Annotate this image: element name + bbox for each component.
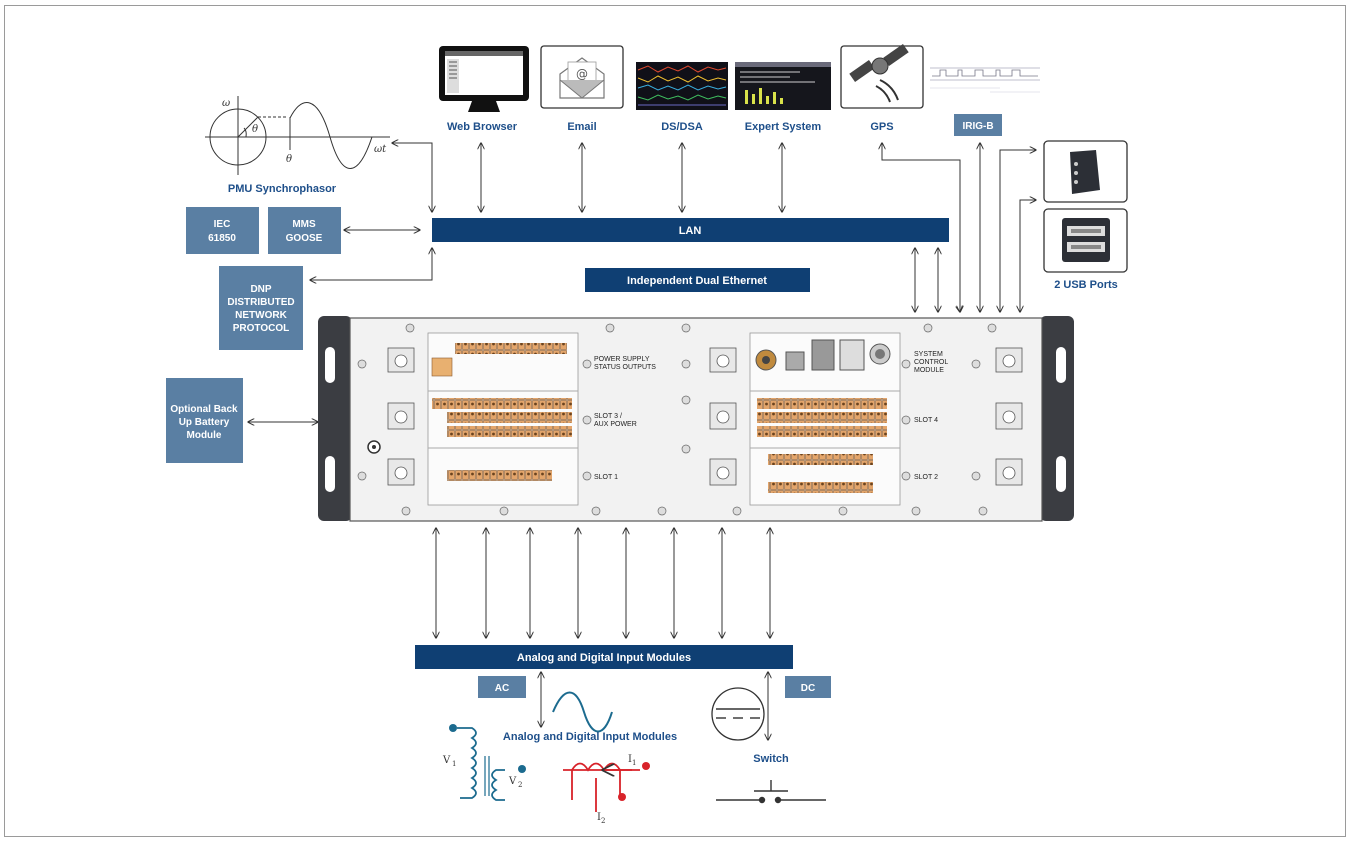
mms-line1: MMS	[292, 219, 316, 230]
irig-b-label: IRIG-B	[962, 121, 993, 132]
switch-label: Switch	[753, 753, 789, 765]
battery-line3: Module	[187, 430, 222, 441]
right-rack-ear	[1040, 316, 1074, 521]
usb-ports: 2 USB Ports	[1043, 140, 1128, 291]
svg-text:@: @	[576, 67, 588, 81]
iec-61850-box: IEC 61850	[186, 207, 259, 254]
input-modules-bus: Analog and Digital Input Modules	[415, 645, 793, 669]
i2-subscript: 2	[601, 817, 605, 825]
i2-symbol: I	[597, 812, 601, 823]
usb-ports-label: 2 USB Ports	[1054, 279, 1118, 291]
system-control-label-line2: CONTROL	[914, 359, 948, 366]
gps-label: GPS	[870, 121, 893, 133]
battery-line2: Up Battery	[179, 417, 230, 428]
switch-icon	[716, 780, 826, 804]
dnp-line2: DISTRIBUTED	[227, 297, 294, 308]
lan-label: LAN	[679, 225, 702, 237]
ds-dsa-device: DS/DSA	[636, 62, 728, 133]
ac-sine-wave-icon	[552, 691, 613, 733]
power-supply-label-line2: STATUS OUTPUTS	[594, 364, 656, 371]
dc-meter-icon	[711, 687, 765, 741]
lan-bus: LAN	[432, 218, 949, 242]
ds-dsa-label: DS/DSA	[661, 121, 703, 133]
iec-line1: IEC	[214, 219, 231, 230]
current-transformer-icon	[563, 762, 640, 812]
system-control-label-line1: SYSTEM	[914, 351, 943, 358]
omega-t-symbol: ωt	[374, 144, 387, 155]
left-rack-ear	[318, 316, 352, 521]
ac-label: AC	[495, 683, 509, 694]
slot1-label: SLOT 1	[594, 474, 618, 481]
dual-ethernet-label: Independent Dual Ethernet	[627, 275, 767, 287]
timecode-signal-icon	[930, 67, 1040, 93]
chassis: POWER SUPPLY STATUS OUTPUTS SLOT 3 / AUX…	[318, 316, 1074, 522]
console-screen-icon	[735, 62, 831, 110]
theta-symbol-phasor: θ	[252, 124, 258, 135]
v2-symbol: V	[508, 776, 517, 787]
satellite-icon	[849, 44, 909, 103]
email-device: @ Email	[540, 45, 624, 133]
mms-line2: GOOSE	[286, 233, 323, 244]
gps-device: GPS	[840, 44, 924, 133]
theta-symbol-wave: θ	[286, 154, 292, 165]
v1-symbol: V	[442, 755, 451, 766]
slot2-label: SLOT 2	[914, 474, 938, 481]
envelope-icon: @	[559, 57, 605, 99]
irig-b-device: IRIG-B	[930, 67, 1040, 136]
i1-symbol: I	[628, 754, 632, 765]
web-browser-label: Web Browser	[447, 121, 518, 133]
omega-symbol: ω	[222, 98, 230, 109]
waveform-screen-icon	[636, 62, 728, 110]
iec-line2: 61850	[208, 233, 236, 244]
monitor-icon	[439, 46, 529, 112]
usb-drive-icon	[1070, 150, 1100, 194]
pmu-synchrophasor: ω θ θ ωt PMU Synchrophasor	[205, 96, 390, 195]
connection-arrows	[248, 143, 1036, 740]
dc-box: DC	[785, 676, 831, 698]
v2-subscript: 2	[518, 781, 522, 789]
dc-label: DC	[801, 683, 815, 694]
system-control-label-line3: MODULE	[914, 367, 944, 374]
slot3-label-line1: SLOT 3 /	[594, 413, 622, 420]
email-label: Email	[567, 121, 596, 133]
analog-digital-input-label: Analog and Digital Input Modules	[503, 731, 677, 743]
dnp-line3: NETWORK	[235, 310, 287, 321]
dnp-line4: PROTOCOL	[233, 323, 289, 334]
dnp-box: DNP DISTRIBUTED NETWORK PROTOCOL	[219, 266, 303, 350]
voltage-transformer-icon	[449, 724, 526, 801]
power-supply-label-line1: POWER SUPPLY	[594, 356, 650, 363]
dnp-line1: DNP	[250, 284, 271, 295]
phasor-diagram-icon	[205, 96, 390, 175]
mms-goose-box: MMS GOOSE	[268, 207, 341, 254]
i1-subscript: 1	[632, 759, 636, 767]
dual-ethernet-bus: Independent Dual Ethernet	[585, 268, 810, 292]
diagram-frame	[4, 5, 1346, 837]
input-modules-bar-label: Analog and Digital Input Modules	[517, 652, 691, 664]
ct-terminal-bottom	[618, 793, 626, 801]
v1-subscript: 1	[452, 760, 456, 768]
battery-module-box: Optional Back Up Battery Module	[166, 378, 243, 463]
ct-terminal-top	[642, 762, 650, 770]
ac-box: AC	[478, 676, 526, 698]
battery-line1: Optional Back	[170, 404, 238, 415]
expert-system-device: Expert System	[735, 62, 831, 133]
slot4-label: SLOT 4	[914, 417, 938, 424]
web-browser-device: Web Browser	[439, 46, 529, 133]
pmu-label: PMU Synchrophasor	[228, 183, 337, 195]
slot3-label-line2: AUX POWER	[594, 421, 637, 428]
expert-system-label: Expert System	[745, 121, 822, 133]
usb-port-icon	[1062, 218, 1110, 262]
